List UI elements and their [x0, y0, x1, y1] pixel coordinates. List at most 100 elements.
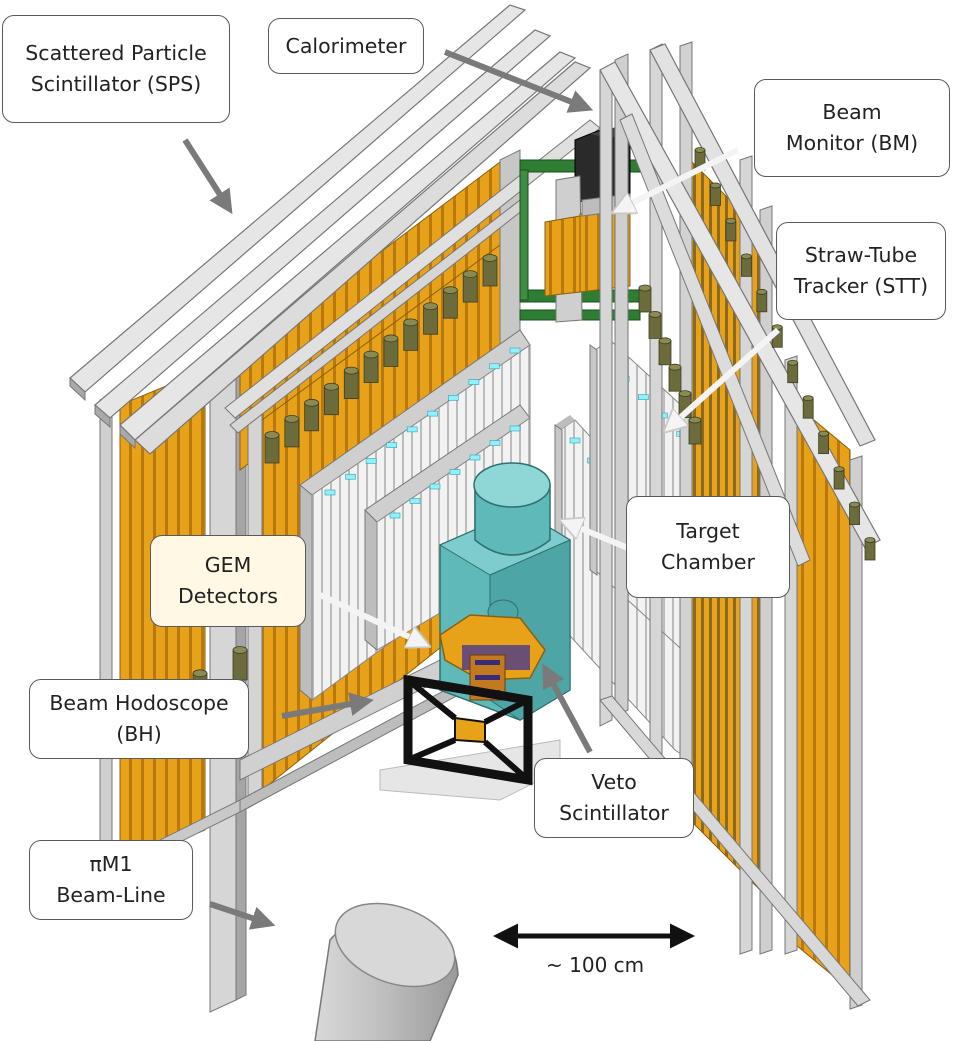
pmt-cap — [864, 537, 876, 543]
label-veto-line2: Scintillator — [559, 801, 669, 825]
pmt-tube — [802, 397, 814, 419]
pmt-cap — [403, 318, 419, 327]
pmt-tube — [638, 287, 652, 313]
pmt-cap — [787, 359, 799, 366]
pmt-cap — [849, 501, 860, 508]
beamline-pipe — [314, 902, 459, 1041]
pmt-cap — [818, 430, 830, 437]
pmt-cap — [442, 286, 458, 295]
label-target-chamber: Target Chamber — [626, 496, 790, 598]
pmt-cap — [343, 366, 359, 375]
pmt-tube — [725, 220, 737, 242]
led-marker — [448, 395, 459, 401]
pmt-cap — [284, 415, 300, 423]
pmt-tube — [442, 289, 458, 319]
arrow-gem — [318, 592, 420, 642]
led-marker — [324, 489, 336, 496]
label-gem-line2: Detectors — [177, 584, 278, 608]
pmt-cap — [383, 334, 399, 343]
pmt-cap — [423, 302, 438, 311]
pmt-cap — [740, 253, 752, 260]
pmt-cap — [668, 363, 682, 371]
pmt-cap — [363, 350, 379, 359]
arrow-sps — [182, 138, 233, 215]
led-marker — [469, 454, 481, 461]
arrow-veto — [542, 663, 593, 754]
gem-led-strip — [324, 347, 521, 496]
led-marker — [569, 437, 581, 444]
veto-scintillator — [439, 614, 546, 701]
arrow-calorimeter — [443, 49, 594, 113]
pmt-tube — [284, 418, 300, 448]
pmt-cap — [482, 254, 498, 262]
label-target-line1: Target — [676, 519, 740, 543]
label-calorimeter-line1: Calorimeter — [285, 33, 407, 58]
gem-led-strip — [389, 425, 521, 519]
label-sps-line2: Scintillator (SPS) — [30, 72, 202, 96]
label-bh-line2: (BH) — [116, 722, 162, 746]
pmt-cap — [710, 182, 721, 189]
label-beam-monitor-line1: Beam — [822, 100, 882, 124]
label-bh-line1: Beam Hodoscope — [49, 691, 229, 715]
sps-pmt-row — [112, 254, 498, 751]
scale-label: ~ 100 cm — [546, 953, 645, 977]
led-marker — [449, 469, 461, 475]
led-marker — [406, 426, 418, 433]
pmt-tube — [232, 649, 248, 681]
led-marker — [509, 347, 521, 354]
led-marker — [427, 410, 439, 417]
stt-pmt-row — [638, 147, 876, 561]
label-calorimeter: Calorimeter — [268, 18, 424, 74]
pmt-tube — [648, 313, 662, 339]
pmt-tube — [264, 434, 280, 464]
pmt-cap — [462, 270, 478, 278]
pmt-cap — [678, 390, 692, 398]
led-marker — [389, 512, 401, 519]
pmt-cap — [648, 310, 662, 318]
pmt-cap — [192, 669, 208, 678]
led-marker — [489, 363, 500, 370]
pmt-tube — [710, 185, 721, 206]
label-target-line2: Chamber — [661, 550, 755, 574]
pmt-cap — [638, 284, 652, 292]
label-veto: Veto Scintillator — [534, 758, 694, 838]
label-gem-line1: GEM — [204, 553, 252, 577]
arrow-bh — [281, 692, 374, 719]
led-marker — [409, 498, 421, 504]
label-beam-monitor: Beam Monitor (BM) — [754, 79, 950, 177]
pmt-tube — [304, 402, 320, 432]
pmt-tube — [756, 291, 768, 313]
pmt-tube — [833, 468, 845, 490]
pmt-cap — [264, 431, 280, 439]
label-sps-line1: Scattered Particle — [25, 41, 207, 65]
led-marker — [429, 483, 441, 490]
pmt-tube — [818, 433, 830, 455]
led-marker — [386, 442, 397, 448]
label-stt: Straw-Tube Tracker (STT) — [776, 222, 946, 320]
pmt-cap — [304, 398, 320, 407]
pmt-tube — [343, 370, 359, 400]
arrow-stt — [672, 327, 781, 425]
label-beam-monitor-line2: Monitor (BM) — [785, 131, 919, 155]
arrow-beamline — [209, 901, 276, 930]
label-gem: GEM Detectors — [150, 535, 306, 627]
pmt-cap — [802, 395, 814, 402]
pmt-tube — [849, 504, 860, 525]
arrow-beam-monitor — [622, 147, 740, 208]
pmt-tube — [740, 255, 752, 277]
led-marker — [489, 440, 501, 446]
pmt-tube — [363, 354, 379, 383]
label-beamline: πM1 Beam-Line — [29, 840, 193, 920]
pmt-tube — [668, 366, 682, 392]
pmt-tube — [658, 340, 672, 366]
pmt-cap — [694, 147, 706, 153]
pmt-tube — [482, 257, 498, 287]
pointer-arrows — [182, 49, 781, 930]
pmt-tube — [324, 386, 339, 416]
led-marker — [345, 473, 356, 480]
pmt-tube — [688, 419, 702, 445]
pmt-cap — [771, 324, 783, 331]
led-marker — [509, 425, 521, 432]
led-marker — [365, 458, 377, 464]
pmt-tube — [864, 539, 876, 561]
